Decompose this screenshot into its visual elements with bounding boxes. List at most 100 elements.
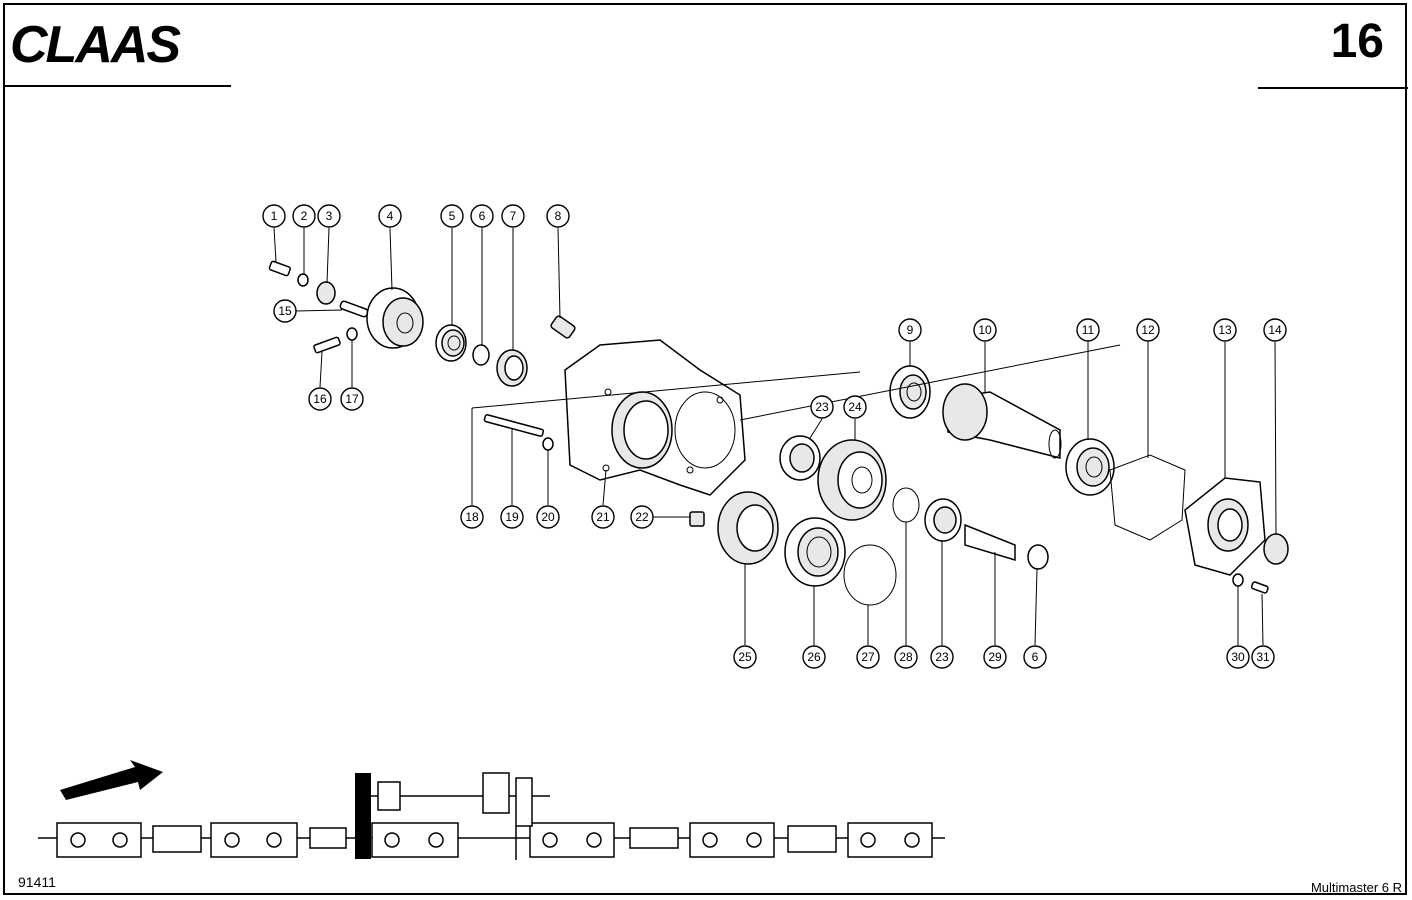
svg-text:19: 19 [505,510,519,524]
callout-23-upper: 23 [810,395,834,419]
washer-17 [346,327,358,341]
callout-18: 18 [460,505,484,529]
screw-16 [313,336,341,354]
svg-text:20: 20 [541,510,555,524]
callout-9: 9 [898,318,922,342]
callout-4: 4 [378,204,402,228]
bearing-23-lower [924,498,962,542]
plug-22 [689,511,705,527]
pinion-shaft-10 [942,383,1062,459]
callout-15: 15 [273,299,297,323]
svg-text:31: 31 [1256,650,1270,664]
callout-7: 7 [501,204,525,228]
callout-23-lower: 23 [930,645,954,669]
callout-30: 30 [1226,645,1250,669]
cover-13 [1184,477,1266,576]
page-number: 16 [1330,15,1384,68]
svg-text:25: 25 [738,650,752,664]
callout-29: 29 [983,645,1007,669]
svg-text:6: 6 [479,209,486,223]
washer-2 [297,273,309,287]
callout-25: 25 [733,645,757,669]
shaft-29 [964,523,1016,562]
callout-31: 31 [1251,645,1275,669]
svg-text:13: 13 [1218,323,1232,337]
page-frame [3,3,1407,895]
svg-text:28: 28 [899,650,913,664]
callout-20: 20 [536,505,560,529]
gear-25 [717,491,779,565]
claas-logo: CLAAS [10,16,183,72]
callout-14: 14 [1263,318,1287,342]
callout-3: 3 [317,204,341,228]
svg-text:23: 23 [815,400,829,414]
screw-31 [1250,581,1269,594]
parts-drawing [268,260,1289,606]
callout-2: 2 [292,204,316,228]
svg-text:CLAAS: CLAAS [10,16,181,72]
svg-text:6: 6 [1032,650,1039,664]
svg-text:1: 1 [271,209,278,223]
svg-text:26: 26 [807,650,821,664]
callout-21: 21 [591,505,615,529]
callout-27: 27 [856,645,880,669]
leader-lines [273,227,1277,646]
callout-16: 16 [308,387,332,411]
callout-1: 1 [262,204,286,228]
callout-8: 8 [546,204,570,228]
svg-text:24: 24 [848,400,862,414]
washer-30 [1232,573,1244,587]
direction-arrow [60,760,163,800]
bearing-9 [889,365,931,419]
callout-17: 17 [340,387,364,411]
seal-14 [1263,533,1289,565]
logo-rule [3,85,231,87]
bearing-23-upper [779,435,821,481]
bearing-11 [1065,438,1115,496]
bearing-5 [435,324,467,362]
svg-text:22: 22 [635,510,649,524]
callout-11: 11 [1076,318,1100,342]
svg-text:29: 29 [988,650,1002,664]
callout-22: 22 [630,505,654,529]
svg-text:5: 5 [449,209,456,223]
location-schematic [38,760,945,860]
callout-12: 12 [1136,318,1160,342]
svg-text:9: 9 [907,323,914,337]
svg-text:8: 8 [555,209,562,223]
seal-7 [496,349,528,387]
svg-text:7: 7 [510,209,517,223]
page-number-rule [1258,87,1408,89]
housing-21 [564,339,746,496]
ring-6 [472,344,490,366]
svg-text:10: 10 [978,323,992,337]
svg-text:15: 15 [278,304,292,318]
key-15 [339,300,369,318]
callout-6-right: 6 [1023,645,1047,669]
gear-24 [817,439,887,521]
callout-6: 6 [470,204,494,228]
drawing-id: 91411 [18,874,56,890]
svg-text:16: 16 [313,392,327,406]
bolt-1 [268,260,291,277]
svg-text:17: 17 [345,392,359,406]
nut-3 [316,281,336,305]
callout-26: 26 [802,645,826,669]
svg-text:4: 4 [387,209,394,223]
svg-text:21: 21 [596,510,610,524]
svg-text:14: 14 [1268,323,1282,337]
gasket-12 [1109,454,1186,541]
snap-ring-27 [843,544,897,606]
svg-text:11: 11 [1082,323,1095,337]
bearing-26 [784,517,846,587]
bolt-18 [483,414,545,437]
callout-24: 24 [843,395,867,419]
callout-13: 13 [1213,318,1237,342]
circlip-28 [892,487,920,523]
breather-8 [550,315,576,339]
svg-text:18: 18 [465,510,479,524]
svg-text:2: 2 [301,209,308,223]
callout-5: 5 [440,204,464,228]
ring-6-right [1027,544,1049,570]
